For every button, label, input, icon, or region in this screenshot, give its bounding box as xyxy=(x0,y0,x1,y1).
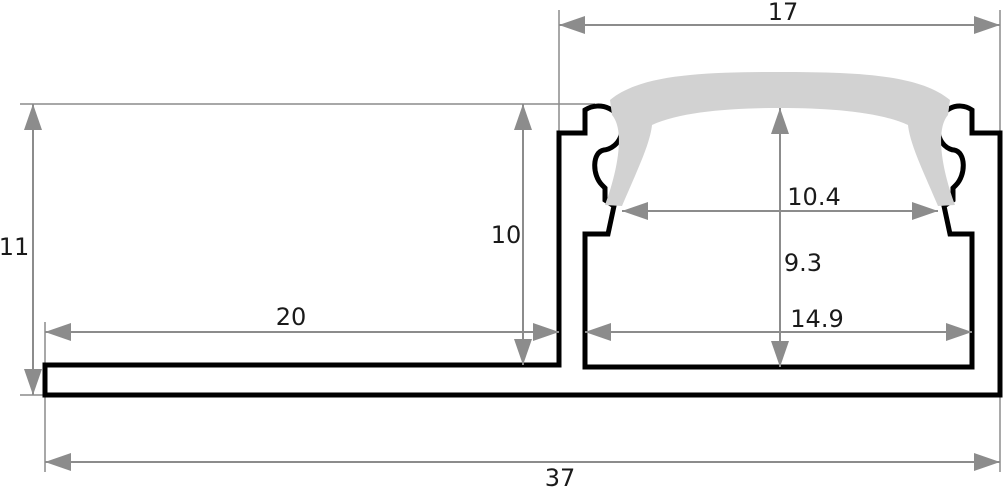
arrow-37-right xyxy=(974,453,1000,471)
dimension-labels: 37 17 11 10 20 10.4 9.3 14.9 xyxy=(0,0,844,489)
label-flange-height: 10 xyxy=(491,221,522,249)
arrow-10-4-right xyxy=(912,202,938,220)
arrow-10-4-left xyxy=(622,202,648,220)
arrow-17-right xyxy=(974,16,1000,34)
arrow-10-top xyxy=(514,104,532,130)
arrow-20-right xyxy=(533,323,559,341)
label-inner-width-top: 10.4 xyxy=(787,183,840,211)
arrow-14-9-right xyxy=(946,323,972,341)
arrow-9-3-top xyxy=(771,108,789,134)
label-inner-width-bottom: 14.9 xyxy=(790,305,843,333)
arrow-10-bottom xyxy=(514,339,532,365)
arrow-20-left xyxy=(45,323,71,341)
arrow-37-left xyxy=(45,453,71,471)
label-channel-width: 17 xyxy=(768,0,799,26)
label-inner-depth: 9.3 xyxy=(784,249,822,277)
label-flange-width: 20 xyxy=(276,303,307,331)
arrow-17-left xyxy=(559,16,585,34)
arrow-11-top xyxy=(24,104,42,130)
arrowheads xyxy=(24,16,1000,471)
diffuser-cover xyxy=(605,72,955,206)
label-total-height: 11 xyxy=(0,233,29,261)
arrow-9-3-bottom xyxy=(771,341,789,367)
dimension-lines xyxy=(32,24,1000,463)
label-total-width: 37 xyxy=(545,464,576,489)
arrow-14-9-left xyxy=(585,323,611,341)
arrow-11-bottom xyxy=(24,369,42,395)
